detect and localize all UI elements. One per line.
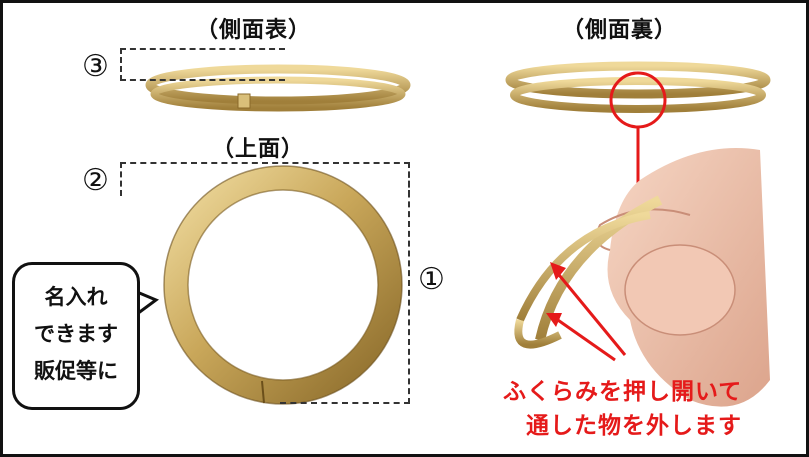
dim-guide-1: [280, 162, 410, 404]
marker-3: ③: [82, 49, 109, 84]
ring-top-view: [163, 165, 403, 405]
bubble-line-2: できます: [34, 322, 118, 346]
label-side-front: （側面表）: [196, 18, 312, 43]
dim-guide-3: [120, 48, 285, 81]
instruction-line-1: ふくらみを押し開いて: [503, 379, 743, 405]
marker-2: ②: [82, 163, 109, 198]
instruction-line-2: 通した物を外します: [526, 413, 742, 439]
hand-photo: [514, 148, 770, 407]
marker-1: ①: [418, 262, 445, 297]
bubble-line-3: 販促等に: [34, 359, 118, 383]
ring-side-back: [505, 61, 771, 113]
bubble-line-1: 名入れ: [44, 285, 108, 309]
speech-bubble: 名入れ できます 販促等に: [12, 262, 140, 410]
arrows-to-gap-icon: [546, 262, 627, 362]
label-side-back: （側面裏）: [562, 18, 678, 43]
label-top: （上面）: [212, 137, 305, 162]
